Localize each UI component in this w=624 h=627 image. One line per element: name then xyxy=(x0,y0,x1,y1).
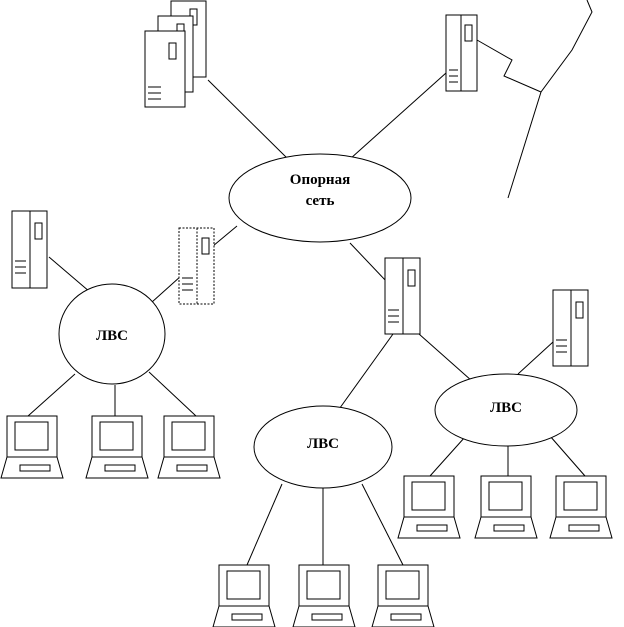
computer-icon xyxy=(549,475,613,539)
computer-icon xyxy=(85,415,149,479)
lan-left-ellipse xyxy=(58,283,166,385)
backbone-label-line2: сеть xyxy=(306,193,335,209)
link-router-center-lan xyxy=(336,333,394,413)
link-router-center-lan-right xyxy=(418,333,473,382)
computer-icon xyxy=(474,475,538,539)
link-lan-center-pc3 xyxy=(361,483,404,566)
link-lan-right-pc1 xyxy=(429,436,466,477)
lan-right-label: ЛВС xyxy=(490,400,522,416)
link-lan-right-pc3 xyxy=(549,435,586,477)
computer-icon xyxy=(292,564,356,627)
link-backbone-router-left xyxy=(212,225,238,247)
backbone-label-line1: Опорная xyxy=(290,172,350,188)
server-icon xyxy=(445,14,478,92)
computer-icon xyxy=(371,564,435,627)
computer-icon xyxy=(212,564,276,627)
backbone-ellipse xyxy=(228,153,412,243)
server-stack-icon xyxy=(144,0,207,108)
router-icon xyxy=(178,227,215,305)
lan-right: ЛВС xyxy=(434,373,578,447)
connections xyxy=(27,0,593,566)
link-lan-left-pc3 xyxy=(148,371,197,417)
lan-center-ellipse xyxy=(253,405,393,489)
wan-line xyxy=(507,0,593,199)
lan-center: ЛВС xyxy=(253,405,393,489)
computers-lan-left xyxy=(0,415,221,479)
lan-left: ЛВС xyxy=(58,283,166,385)
computer-icon xyxy=(0,415,64,479)
lan-center-label: ЛВС xyxy=(307,436,339,452)
link-servers-backbone xyxy=(207,79,290,161)
router-icon xyxy=(384,257,421,335)
link-gateway-backbone xyxy=(349,72,447,160)
link-lan-center-pc1 xyxy=(246,483,283,566)
server-icon xyxy=(11,210,48,289)
link-gateway-wan xyxy=(476,39,542,93)
lan-left-label: ЛВС xyxy=(96,328,128,344)
link-backbone-router-center xyxy=(349,242,388,283)
computers-lan-center xyxy=(212,564,435,627)
link-server-right-lan xyxy=(517,341,554,375)
server-icon xyxy=(552,289,589,367)
link-lan-left-pc1 xyxy=(27,373,76,417)
computer-icon xyxy=(397,475,461,539)
backbone-network: Опорная сеть xyxy=(228,153,412,243)
lan-right-ellipse xyxy=(434,373,578,447)
computers-lan-right xyxy=(397,475,613,539)
computer-icon xyxy=(157,415,221,479)
